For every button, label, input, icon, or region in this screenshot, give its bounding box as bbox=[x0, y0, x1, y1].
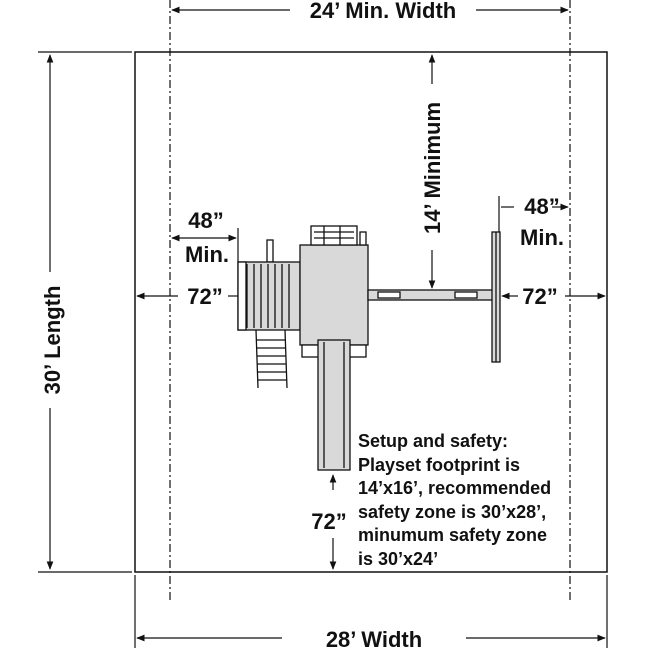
bottom-width-label: 28’ Width bbox=[326, 627, 422, 650]
right-48-dimension: 48” Min. bbox=[498, 194, 569, 250]
ladder bbox=[255, 329, 288, 389]
right-72-dimension: 72” bbox=[501, 284, 606, 309]
left-72-label: 72” bbox=[187, 284, 222, 309]
length-dimension: 30’ Length bbox=[38, 51, 132, 573]
right-72-label: 72” bbox=[522, 284, 557, 309]
bottom-72-dimension: 72” bbox=[311, 474, 347, 570]
top-bench bbox=[310, 225, 367, 246]
bottom-width-dimension: 28’ Width bbox=[134, 575, 608, 650]
top-width-label: 24’ Min. Width bbox=[310, 0, 456, 23]
note-line: 14’x16’, recommended bbox=[358, 478, 552, 498]
right-min-label: Min. bbox=[520, 225, 564, 250]
left-48-dimension: 48” Min. bbox=[171, 208, 239, 267]
safety-note: Setup and safety: Playset footprint is 1… bbox=[358, 430, 588, 571]
note-line: safety zone is 30’x28’, bbox=[358, 501, 547, 522]
note-line: minumum safety zone bbox=[358, 525, 548, 545]
note-line: is 30’x24’ bbox=[358, 548, 439, 569]
left-min-label: Min. bbox=[185, 242, 229, 267]
tower-roof bbox=[299, 244, 369, 346]
recommended-safety-zone bbox=[134, 51, 608, 573]
left-post-top bbox=[266, 239, 274, 263]
top-width-dimension: 24’ Min. Width bbox=[171, 0, 569, 23]
swing-a-frame bbox=[491, 231, 501, 363]
left-72-dimension: 72” bbox=[136, 284, 242, 309]
vertical-clearance-label: 14’ Minimum bbox=[420, 102, 445, 234]
swing-beam bbox=[367, 289, 499, 301]
bottom-72-label: 72” bbox=[311, 509, 346, 534]
slide bbox=[317, 339, 351, 471]
right-48-label: 48” bbox=[524, 194, 559, 219]
length-label: 30’ Length bbox=[40, 286, 65, 395]
vertical-clearance-dimension: 14’ Minimum bbox=[420, 54, 445, 289]
note-line: Playset footprint is bbox=[358, 454, 521, 475]
note-line: Setup and safety: bbox=[358, 431, 509, 451]
left-48-label: 48” bbox=[188, 208, 223, 233]
playset-top-view bbox=[237, 225, 501, 471]
